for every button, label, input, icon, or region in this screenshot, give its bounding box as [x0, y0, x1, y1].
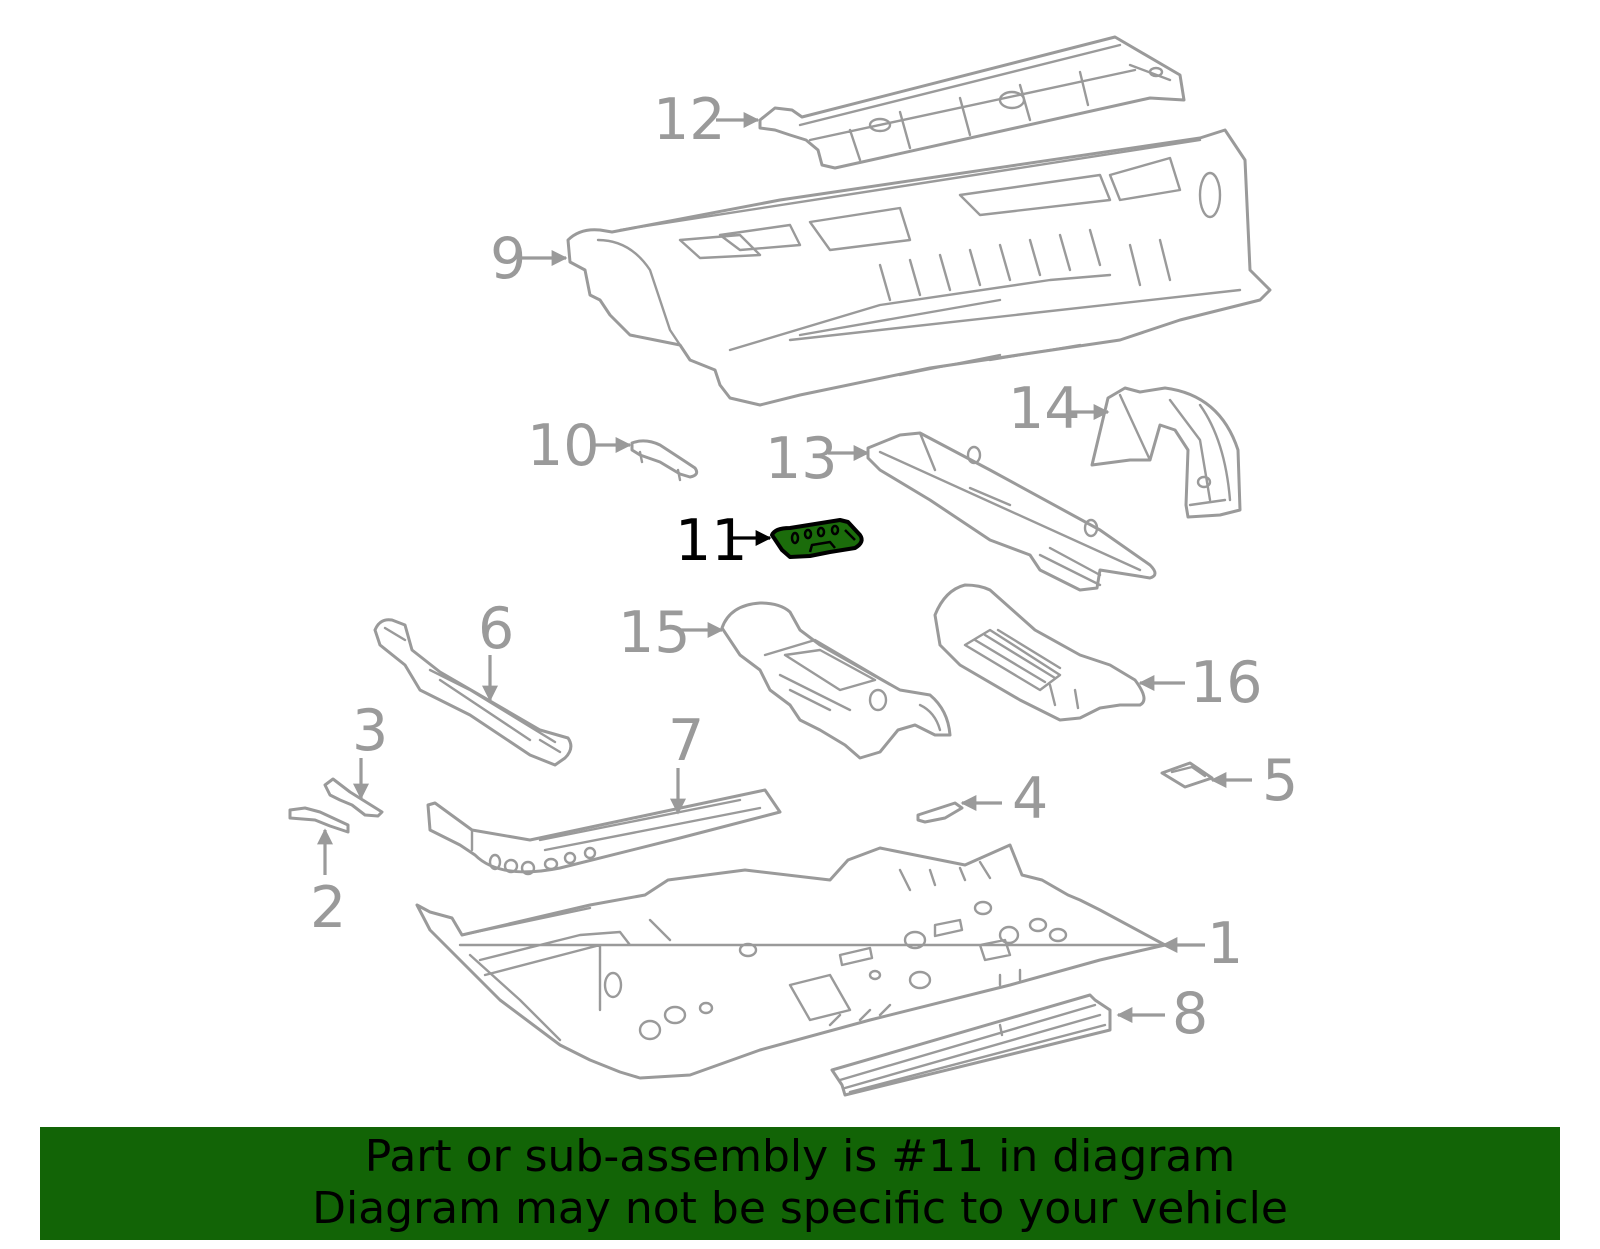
part-4[interactable]	[916, 801, 964, 824]
part-6[interactable]	[373, 618, 573, 767]
callout-label-13: 13	[765, 426, 838, 492]
part-12[interactable]	[758, 35, 1186, 170]
part-5[interactable]	[1160, 761, 1214, 789]
callout-16: 16	[1138, 650, 1263, 716]
callout-5: 5	[1210, 748, 1298, 814]
callout-2: 2	[310, 828, 346, 941]
callout-label-6: 6	[478, 596, 514, 662]
callout-label-1: 1	[1207, 911, 1243, 977]
part-11[interactable]	[770, 518, 864, 559]
part-1[interactable]	[415, 843, 1167, 1080]
callout-10: 10	[527, 413, 632, 479]
callout-label-15: 15	[618, 600, 691, 666]
callout-1: 1	[1161, 911, 1243, 977]
part-16[interactable]	[933, 583, 1146, 722]
part-2[interactable]	[288, 806, 350, 834]
part-13[interactable]	[866, 431, 1157, 592]
banner-line-part-number: Part or sub-assembly is #11 in diagram	[364, 1131, 1236, 1182]
part-8[interactable]	[830, 993, 1112, 1097]
callout-label-11: 11	[675, 508, 748, 574]
callout-11: 11	[675, 508, 772, 574]
part-14[interactable]	[1090, 386, 1242, 519]
banner-line-disclaimer: Diagram may not be specific to your vehi…	[312, 1183, 1288, 1234]
callout-label-12: 12	[653, 87, 726, 153]
callout-6: 6	[478, 596, 514, 702]
callout-label-8: 8	[1172, 981, 1208, 1047]
info-banner: Part or sub-assembly is #11 in diagram D…	[40, 1127, 1560, 1240]
callout-14: 14	[1008, 376, 1110, 442]
part-10[interactable]	[630, 439, 699, 482]
part-15[interactable]	[720, 601, 952, 760]
callout-9: 9	[490, 226, 568, 292]
callout-label-7: 7	[668, 708, 704, 774]
callout-7: 7	[668, 708, 704, 815]
part-9[interactable]	[566, 128, 1272, 407]
callout-label-5: 5	[1262, 748, 1298, 814]
callout-label-14: 14	[1008, 376, 1081, 442]
callout-8: 8	[1116, 981, 1208, 1047]
callout-4: 4	[960, 766, 1048, 832]
callout-label-10: 10	[527, 413, 600, 479]
callout-label-3: 3	[352, 698, 388, 764]
callout-15: 15	[618, 600, 724, 666]
callout-12: 12	[653, 87, 760, 153]
callout-13: 13	[765, 426, 870, 492]
callout-label-16: 16	[1190, 650, 1263, 716]
part-3[interactable]	[323, 777, 384, 818]
part-7[interactable]	[426, 788, 782, 876]
callout-label-4: 4	[1012, 766, 1048, 832]
callout-3: 3	[352, 698, 388, 800]
callout-label-2: 2	[310, 875, 346, 941]
